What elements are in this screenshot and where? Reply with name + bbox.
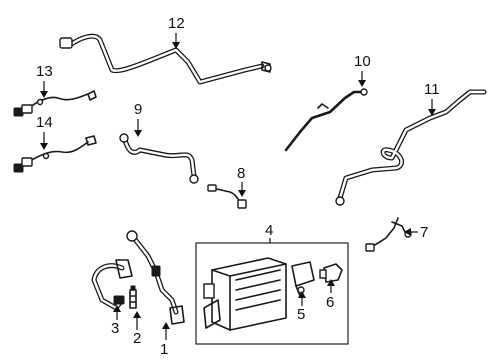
leader-8	[238, 182, 246, 197]
callout-5: 5	[297, 306, 305, 323]
leader-14	[40, 132, 48, 150]
part-5-purge-valve	[291, 261, 315, 297]
callout-11: 11	[424, 81, 440, 98]
part-3-hose	[91, 259, 133, 311]
callout-1: 1	[160, 341, 168, 358]
leader-12	[172, 33, 180, 49]
leader-9	[134, 119, 142, 137]
part-12-vapor-line	[59, 33, 272, 85]
leader-6	[327, 279, 335, 293]
leader-5	[298, 291, 306, 306]
callout-3: 3	[111, 320, 119, 337]
callout-9: 9	[134, 101, 142, 118]
callout-6: 6	[326, 294, 334, 311]
callout-10: 10	[354, 53, 371, 70]
leader-3	[113, 305, 121, 320]
leader-7	[404, 228, 418, 236]
callout-13: 13	[36, 63, 53, 80]
callout-2: 2	[133, 330, 141, 347]
part-14-oxygen-sensor	[13, 135, 97, 173]
callout-8: 8	[237, 165, 245, 182]
leader-2	[133, 311, 141, 330]
callout-12: 12	[168, 15, 185, 32]
part-10-vapor-tube	[284, 88, 368, 152]
canister-group-frame	[195, 242, 349, 345]
part-13-oxygen-sensor	[13, 90, 97, 117]
callout-7: 7	[420, 224, 428, 241]
part-8-sensor	[207, 184, 247, 209]
part-7-hose-bracket	[365, 217, 412, 252]
leader-13	[40, 81, 48, 98]
part-1-hose	[126, 230, 185, 325]
leader-1	[162, 322, 170, 340]
part-4-charcoal-canister	[203, 257, 287, 331]
part-9-tube-assembly	[119, 133, 199, 184]
leader-10	[358, 71, 366, 87]
part-6-connector	[319, 263, 343, 283]
part-11-vapor-tube	[335, 89, 487, 206]
callout-4: 4	[265, 222, 273, 239]
part-2-check-valve	[129, 285, 137, 309]
callout-14: 14	[36, 114, 53, 131]
leader-11	[428, 99, 436, 116]
